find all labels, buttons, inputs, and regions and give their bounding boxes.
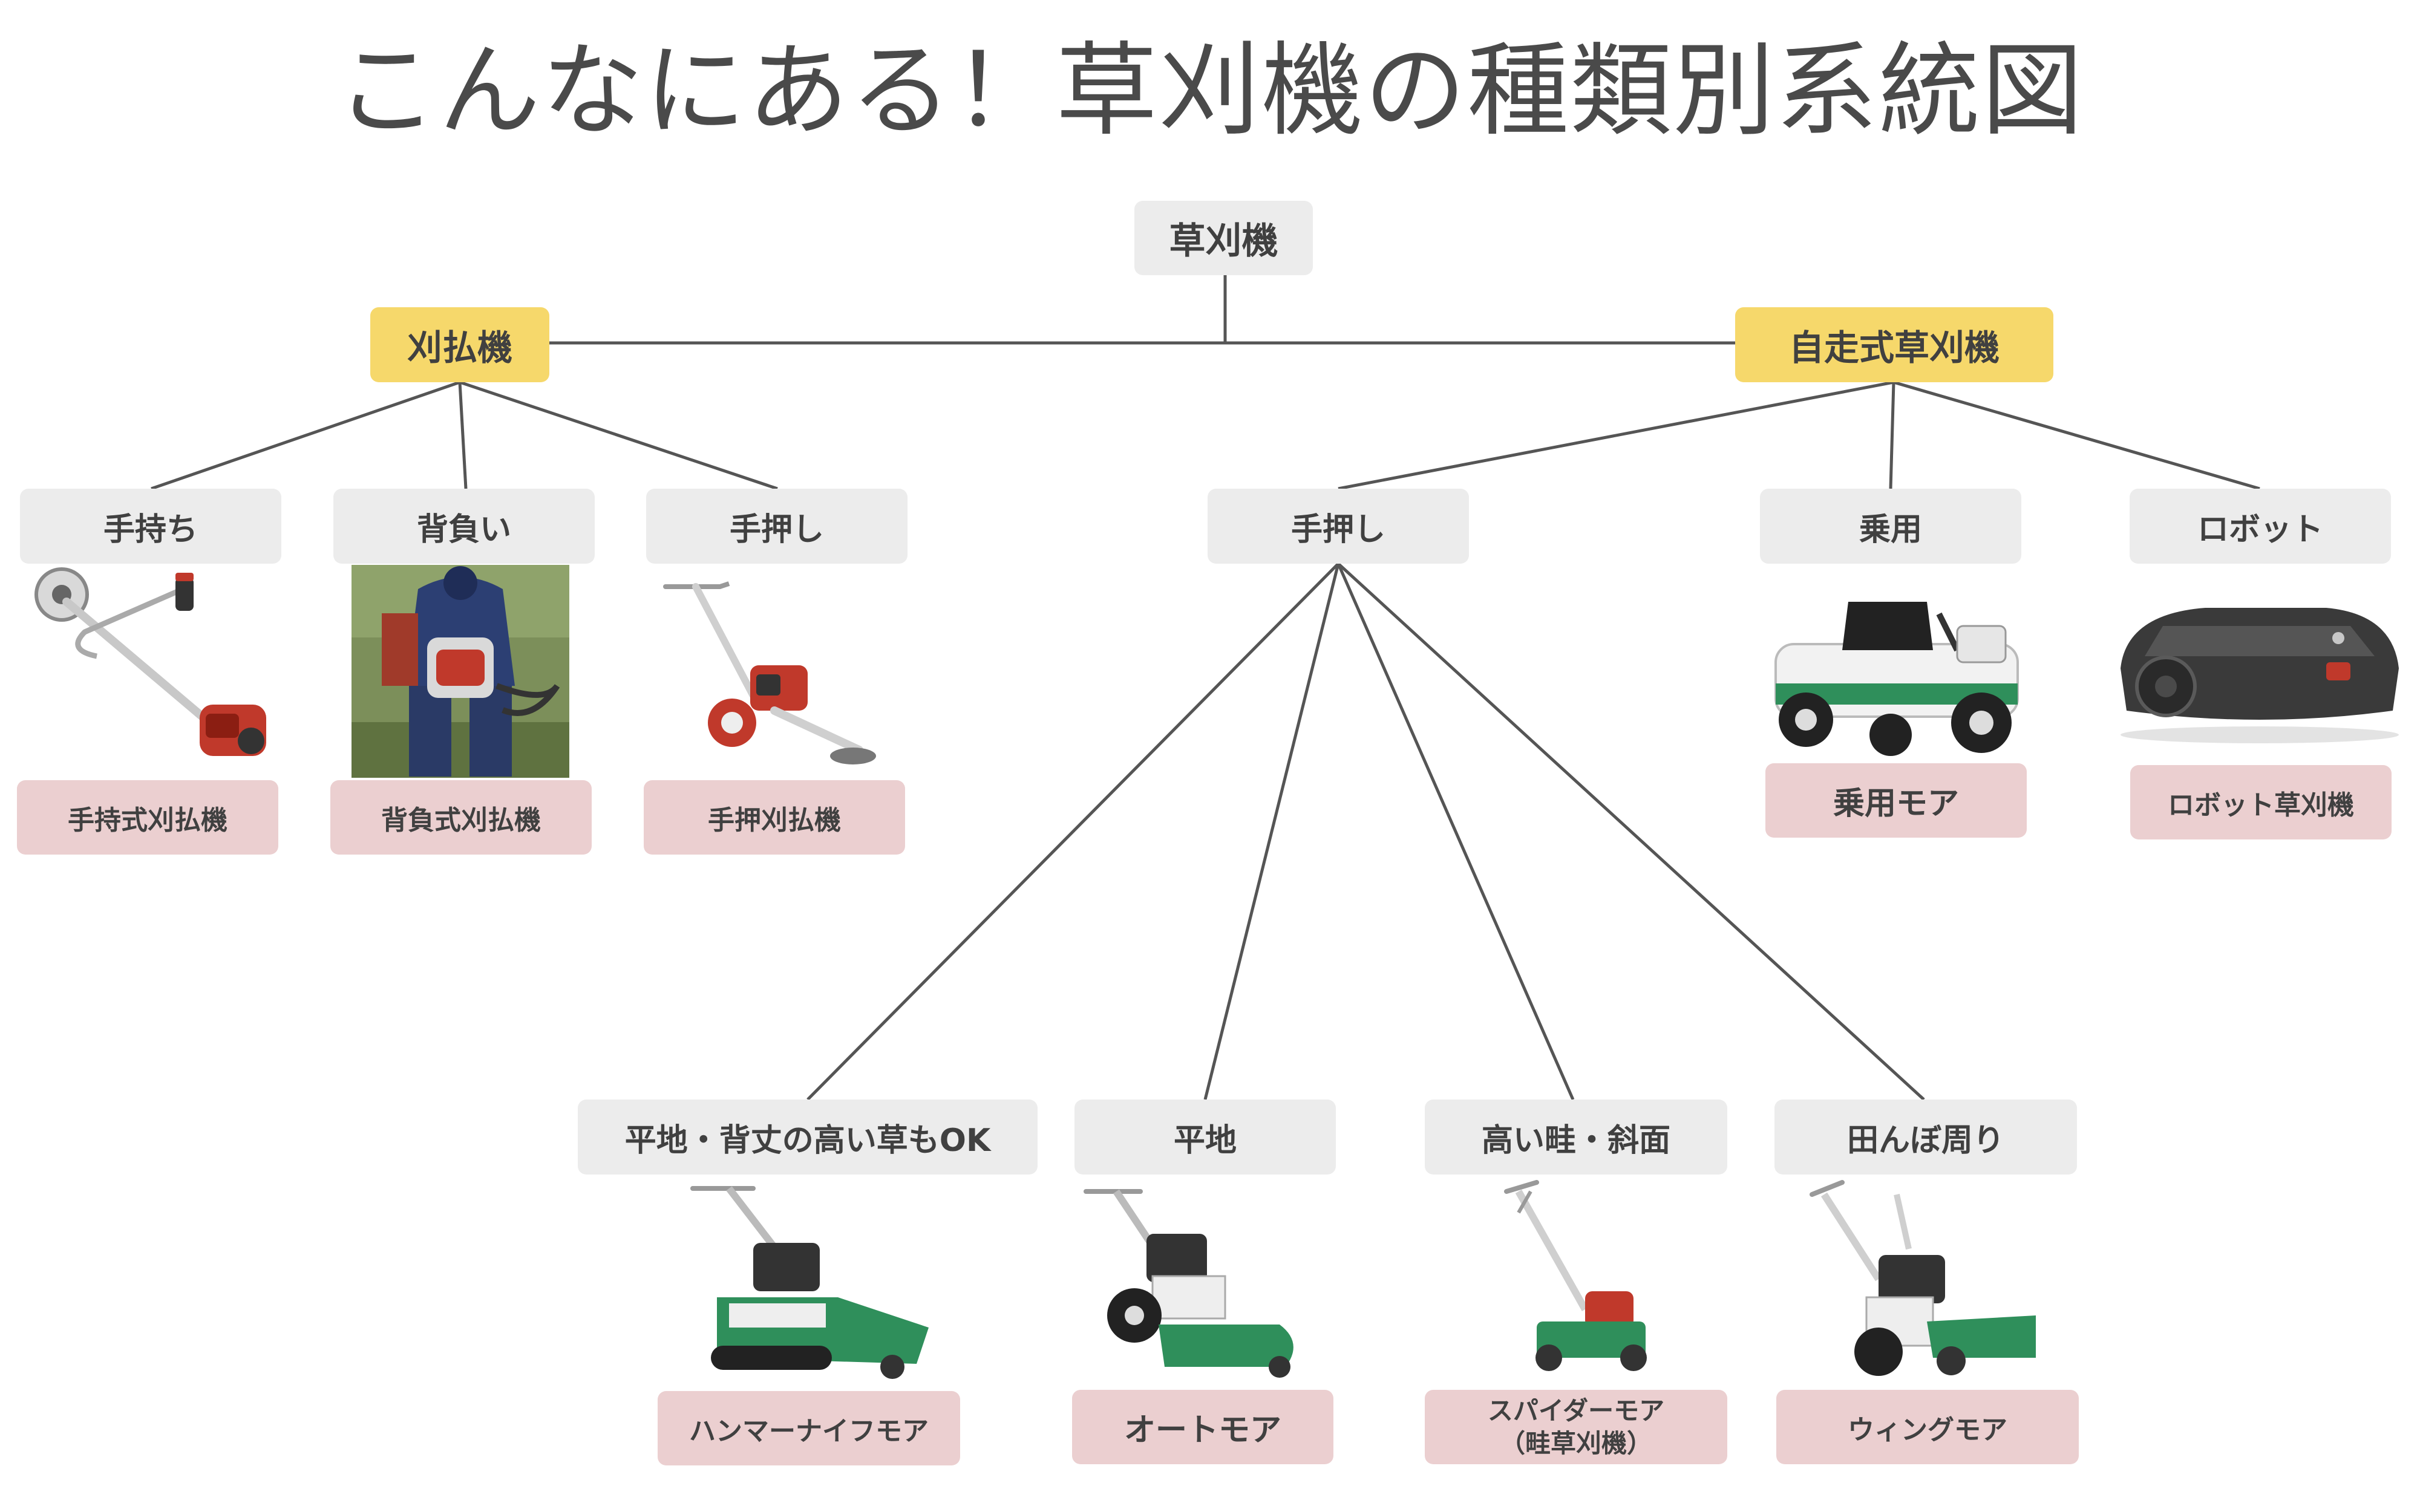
style-walk-behind: 手押し [1208,489,1469,564]
style-backpack: 背負い [333,489,595,564]
type-backpack: 背負式刈払機 [330,780,592,855]
type-wing-mower: ウィングモア [1776,1390,2079,1464]
type-spider-mower: スパイダーモア （畦草刈機） [1425,1390,1727,1464]
backpack-brushcutter-photo [352,565,569,778]
wing-mower-icon [1810,1180,2036,1376]
use-flat-tall-grass: 平地・背丈の高い草もOK [578,1100,1038,1175]
style-pushed: 手押し [646,489,908,564]
use-flat: 平地 [1074,1100,1336,1175]
type-spider-mower-line1: スパイダーモア [1487,1395,1665,1426]
use-paddy: 田んぼ周り [1774,1100,2077,1175]
type-riding: 乗用モア [1765,763,2027,838]
type-auto-mower: オートモア [1072,1390,1333,1464]
robot-mower-icon [2121,608,2399,743]
type-robot: ロボット草刈機 [2130,765,2392,839]
type-spider-mower-line2: （畦草刈機） [1499,1428,1652,1458]
category-brushcutter: 刈払機 [370,307,549,382]
type-pushed: 手押刈払機 [644,780,905,855]
wheeled-brushcutter-icon [663,581,876,764]
type-hammer-knife: ハンマーナイフモア [658,1391,960,1465]
root-node: 草刈機 [1134,201,1313,275]
page-title: こんなにある！草刈機の種類別系統図 [336,31,2084,150]
spider-mower-icon [1504,1180,1647,1371]
auto-mower-icon [1084,1189,1293,1378]
style-handheld: 手持ち [20,489,281,564]
handheld-brushcutter-icon [34,567,266,756]
category-self-propelled: 自走式草刈機 [1735,307,2053,382]
style-robot: ロボット [2130,489,2391,564]
riding-mower-icon [1774,602,2019,756]
type-handheld: 手持式刈払機 [17,780,278,855]
style-riding: 乗用 [1760,489,2021,564]
use-slope: 高い畦・斜面 [1425,1100,1727,1175]
hammer-knife-mower-icon [690,1186,929,1379]
